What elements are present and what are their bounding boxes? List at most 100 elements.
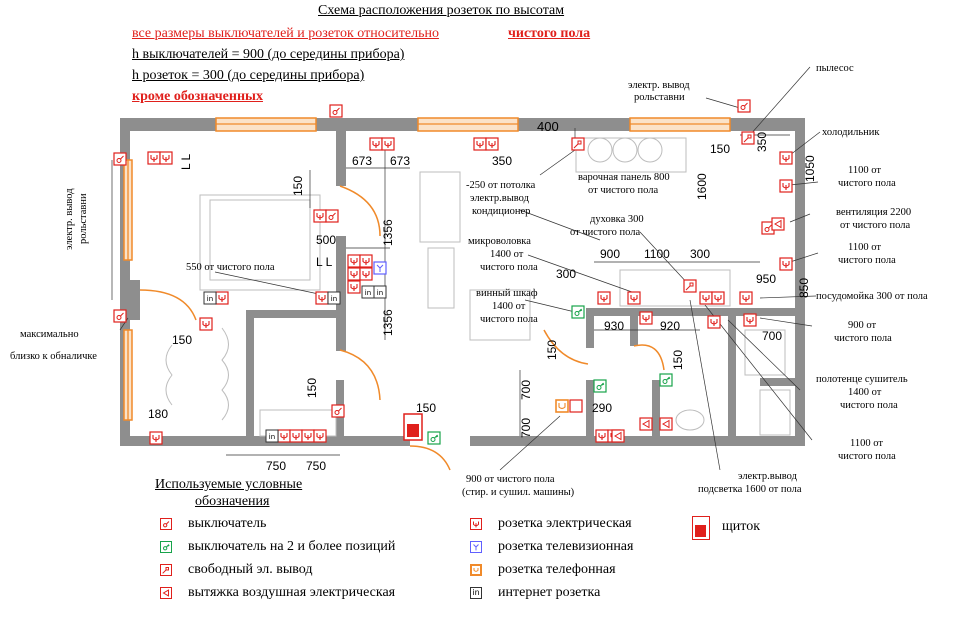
- h1100-a-line1: 1100 от: [848, 165, 881, 176]
- legend-label-tv-socket: розетка телевизионная: [498, 539, 634, 554]
- dim-290: 290: [592, 401, 612, 415]
- free-outlet-icon: [571, 131, 755, 293]
- double-switch-icon: [160, 541, 172, 553]
- annotation-labels: электр. вывод рольставни пылесос холодил…: [10, 63, 928, 498]
- blind-left-line1: электр. вывод: [64, 188, 75, 250]
- subtitle: все размеры выключателей и розеток относ…: [132, 26, 439, 41]
- vent-line2: от чистого пола: [840, 220, 910, 231]
- dim-1356-bottom: 1356: [381, 309, 395, 336]
- dim-1100: 1100: [644, 247, 670, 261]
- oven-line2: от чистого пола: [570, 227, 640, 238]
- washer-line1: 900 от чистого пола: [466, 474, 555, 485]
- ll-mark: L L: [316, 255, 333, 269]
- backlight-line1: электр.вывод: [738, 471, 798, 482]
- blind-left-line2: рольставни: [78, 193, 89, 244]
- dim-700-upper: 700: [519, 380, 533, 400]
- blind-top-line2: рольставни: [634, 92, 685, 103]
- towel-line1: полотенце сушитель: [816, 374, 908, 385]
- free-outlet-icon: [160, 564, 172, 576]
- ac-line2: электр.вывод: [470, 193, 530, 204]
- h1100-b-line1: 1100 от: [848, 242, 881, 253]
- dim-500: 500: [316, 233, 336, 247]
- dim-700-lower: 700: [519, 418, 533, 438]
- dim-900: 900: [600, 247, 620, 261]
- h1100-b-line2: чистого пола: [838, 255, 896, 266]
- dim-850: 850: [797, 278, 811, 298]
- h1100-c-line1: 1100 от: [850, 438, 883, 449]
- vacuum-note: пылесос: [816, 63, 854, 74]
- dim-400: 400: [537, 119, 559, 134]
- h900-line2: чистого пола: [834, 333, 892, 344]
- microwave-line2: 1400 от: [490, 249, 524, 260]
- backlight-line2: подсветка 1600 от пола: [698, 484, 802, 495]
- walls: [120, 118, 805, 446]
- blind-top-line1: электр. вывод: [628, 80, 690, 91]
- hob-line2: от чистого пола: [588, 185, 658, 196]
- h1100-a-line2: чистого пола: [838, 178, 896, 189]
- window-sills: [127, 123, 730, 420]
- dim-673-right: 673: [390, 154, 410, 168]
- dim-150-left: 150: [172, 333, 192, 347]
- dim-750-right: 750: [306, 459, 326, 473]
- dim-920: 920: [660, 319, 680, 333]
- leader-lines: [111, 66, 821, 471]
- socket-height-note: h розеток = 300 (до середины прибора): [132, 68, 365, 83]
- dim-1050: 1050: [803, 155, 817, 182]
- legend-title-line1: Используемые условные: [155, 477, 303, 492]
- panel-icon: [692, 516, 710, 540]
- microwave-line3: чистого пола: [480, 262, 538, 273]
- legend-label-phone-socket: розетка телефонная: [498, 562, 616, 577]
- dim-350: 350: [492, 154, 512, 168]
- internet-socket-icon: [203, 285, 387, 443]
- dim-150-door: 150: [545, 340, 559, 360]
- dimension-labels: 400 350 150 673 673 500 900 1100 300 300…: [148, 119, 817, 473]
- washer-line2: (стир. и сушил. машины): [462, 487, 575, 498]
- except-note: кроме обозначенных: [132, 89, 263, 104]
- oven-line1: духовка 300: [590, 214, 644, 225]
- dim-950: 950: [756, 272, 776, 286]
- dim-673-left: 673: [352, 154, 372, 168]
- panel-icon: [403, 413, 423, 441]
- dim-700-right: 700: [762, 329, 782, 343]
- ac-line3: кондиционер: [472, 206, 530, 217]
- h900-line1: 900 от: [848, 320, 876, 331]
- ac-line1: -250 от потолка: [466, 180, 536, 191]
- tv-socket-icon: [470, 541, 482, 553]
- doors: [139, 185, 665, 471]
- phone-socket-icon: [555, 399, 583, 413]
- towel-line3: чистого пола: [840, 400, 898, 411]
- microwave-line1: микроволовка: [468, 236, 531, 247]
- legend-label-panel: щиток: [722, 519, 761, 534]
- dim-750-left: 750: [266, 459, 286, 473]
- dim-150-panel: 150: [416, 401, 436, 415]
- dim-150: 150: [710, 142, 730, 156]
- dim-180: 180: [148, 407, 168, 421]
- legend-label-free-outlet: свободный эл. вывод: [188, 562, 313, 577]
- fridge-note: холодильник: [822, 127, 880, 138]
- dim-1356-top: 1356: [381, 219, 395, 246]
- tv-socket-icon: [373, 261, 387, 275]
- phone-socket-icon: [470, 564, 482, 576]
- dim-150-hall: 150: [305, 378, 319, 398]
- dim-1600: 1600: [695, 173, 709, 200]
- legend-label-extract-fan: вытяжка воздушная электрическая: [188, 585, 396, 600]
- towel-line2: 1400 от: [848, 387, 882, 398]
- dimension-lines: [226, 134, 790, 456]
- legend-label-switch: выключатель: [188, 516, 267, 531]
- jamb-line2: близко к обналичке: [10, 351, 97, 362]
- switch-height-note: h выключателей = 900 (до середины прибор…: [132, 47, 405, 62]
- subtitle-emphasis: чистого пола: [508, 26, 591, 41]
- jamb-line1: максимально: [20, 329, 79, 340]
- h1100-c-line2: чистого пола: [838, 451, 896, 462]
- legend-label-double-switch: выключатель на 2 и более позиций: [188, 539, 396, 554]
- header: Схема расположения розеток по высотам вс…: [0, 0, 960, 120]
- legend-label-internet-socket: интернет розетка: [498, 585, 601, 600]
- wine-line2: 1400 от: [492, 301, 526, 312]
- page-title: Схема расположения розеток по высотам: [318, 3, 565, 18]
- dim-350-vertical: 350: [755, 132, 769, 152]
- dim-930: 930: [604, 319, 624, 333]
- dim-150-bath: 150: [671, 350, 685, 370]
- power-socket-icon: [470, 518, 482, 530]
- dim-300-left: 300: [556, 267, 576, 281]
